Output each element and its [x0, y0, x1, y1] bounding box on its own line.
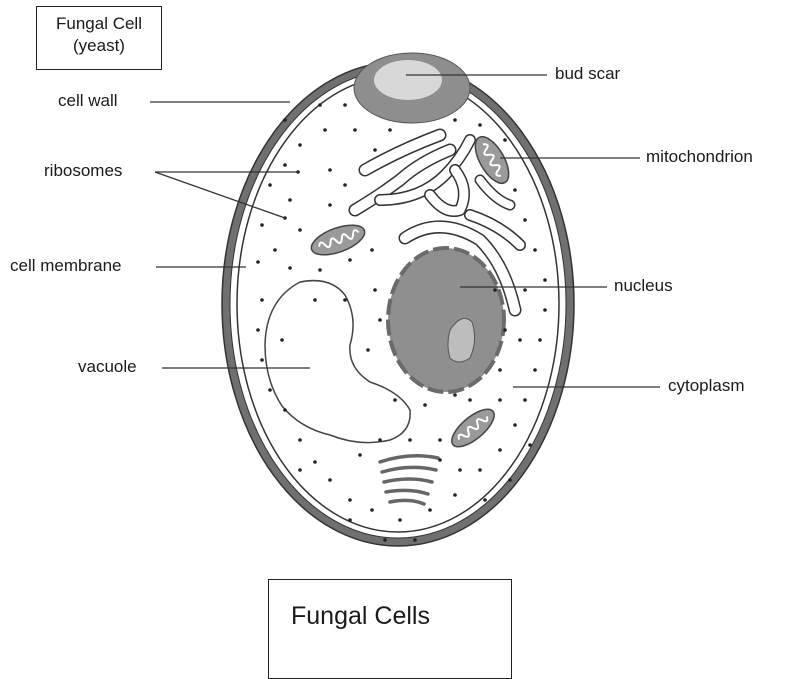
ribosome-dot	[498, 448, 502, 452]
ribosome-dot	[453, 493, 457, 497]
nucleus-shape	[388, 248, 504, 392]
ribosome-dot	[318, 268, 322, 272]
ribosome-dot	[513, 423, 517, 427]
label-nucleus: nucleus	[614, 276, 673, 296]
label-ribosomes: ribosomes	[44, 161, 122, 181]
ribosome-dot	[388, 128, 392, 132]
ribosome-dot	[268, 388, 272, 392]
ribosome-dot	[283, 408, 287, 412]
ribosome-dot	[313, 460, 317, 464]
ribosome-dot	[528, 443, 532, 447]
ribosome-dot	[438, 458, 442, 462]
ribosome-dot	[348, 258, 352, 262]
ribosome-dot	[260, 358, 264, 362]
ribosome-dot	[428, 508, 432, 512]
ribosome-dot	[298, 228, 302, 232]
ribosome-dot	[328, 478, 332, 482]
ribosome-dot	[288, 198, 292, 202]
ribosome-dot	[256, 328, 260, 332]
ribosome-dot	[483, 498, 487, 502]
label-cell-membrane: cell membrane	[10, 256, 122, 276]
ribosome-dot	[523, 218, 527, 222]
ribosome-dot	[383, 538, 387, 542]
ribosome-dot	[343, 298, 347, 302]
ribosome-dot	[328, 203, 332, 207]
ribosome-dot	[348, 518, 352, 522]
ribosome-dot	[423, 403, 427, 407]
ribosome-dot	[318, 103, 322, 107]
ribosome-dot	[373, 148, 377, 152]
bud-scar-inner	[374, 60, 442, 100]
ribosome-dot	[283, 118, 287, 122]
ribosome-dot	[393, 398, 397, 402]
ribosome-dot	[478, 468, 482, 472]
ribosome-dot	[328, 168, 332, 172]
ribosome-dot	[493, 288, 497, 292]
ribosome-dot	[543, 308, 547, 312]
ribosome-dot	[366, 348, 370, 352]
caption-box: Fungal Cells	[268, 579, 512, 679]
ribosome-dot	[543, 278, 547, 282]
ribosome-dot	[378, 438, 382, 442]
label-mitochondrion: mitochondrion	[646, 147, 753, 167]
ribosome-dot	[370, 508, 374, 512]
label-bud-scar: bud scar	[555, 64, 620, 84]
ribosome-dot	[283, 163, 287, 167]
label-cell-wall: cell wall	[58, 91, 118, 111]
ribosome-dot	[323, 128, 327, 132]
ribosome-dot	[498, 368, 502, 372]
ribosome-dot	[256, 260, 260, 264]
ribosome-dot	[280, 338, 284, 342]
ribosome-dot	[468, 398, 472, 402]
ribosome-dot	[260, 298, 264, 302]
ribosome-dot	[453, 118, 457, 122]
ribosome-dot	[313, 298, 317, 302]
ribosome-dot	[533, 368, 537, 372]
ribosome-dot	[268, 183, 272, 187]
ribosome-dot	[498, 398, 502, 402]
ribosome-dot	[348, 498, 352, 502]
ribosome-dot	[478, 123, 482, 127]
ribosome-dot	[523, 398, 527, 402]
ribosome-dot	[378, 318, 382, 322]
ribosome-dot	[453, 393, 457, 397]
ribosome-dot	[373, 288, 377, 292]
label-cytoplasm: cytoplasm	[668, 376, 745, 396]
ribosome-dot	[413, 538, 417, 542]
ribosome-dot	[298, 143, 302, 147]
ribosome-dot	[298, 468, 302, 472]
label-vacuole: vacuole	[78, 357, 137, 377]
ribosome-dot	[518, 338, 522, 342]
ribosome-dot	[288, 266, 292, 270]
ribosome-dot	[298, 438, 302, 442]
ribosome-dot	[273, 248, 277, 252]
ribosome-dot	[343, 183, 347, 187]
ribosome-dot	[503, 138, 507, 142]
ribosome-dot	[343, 103, 347, 107]
ribosome-dot	[370, 248, 374, 252]
ribosome-dot	[538, 338, 542, 342]
ribosome-dot	[513, 188, 517, 192]
ribosome-dot	[458, 468, 462, 472]
ribosome-dot	[260, 223, 264, 227]
ribosome-dot	[358, 453, 362, 457]
ribosome-dot	[523, 288, 527, 292]
caption-title: Fungal Cells	[291, 602, 430, 630]
ribosome-dot	[508, 478, 512, 482]
ribosome-dot	[353, 128, 357, 132]
ribosome-dot	[408, 438, 412, 442]
ribosome-dot	[533, 248, 537, 252]
ribosome-dot	[398, 518, 402, 522]
ribosome-dot	[503, 328, 507, 332]
ribosome-dot	[438, 438, 442, 442]
